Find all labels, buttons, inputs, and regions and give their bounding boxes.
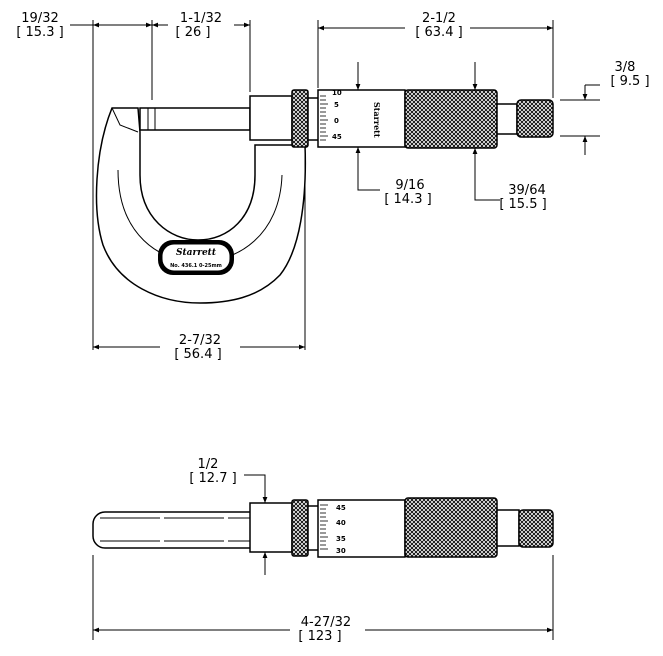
scale-label: 0: [334, 117, 339, 125]
scale-label: 40: [336, 519, 346, 527]
dim-throat-mm: [ 26 ]: [176, 25, 211, 40]
dim-overall-length-mm: [ 123 ]: [298, 629, 341, 644]
extension-lines: [92, 20, 600, 350]
knurled-sleeve-side[interactable]: [404, 497, 498, 558]
dim-overall-length-in: 4-27/32: [301, 615, 351, 630]
dim-frame-thickness-mm: [ 12.7 ]: [189, 471, 236, 486]
thimble-brand: Starrett: [372, 102, 382, 138]
scale-label: 10: [332, 89, 342, 97]
model-number: No. 436.1 0-25mm: [170, 263, 222, 269]
dim-frame-width-mm: [ 56.4 ]: [174, 347, 221, 362]
dim-sleeve-in: 39/64: [508, 183, 545, 198]
dim-ratchet-mm: [ 9.5 ]: [610, 74, 649, 89]
ratchet-neck: [496, 103, 518, 135]
dim-throat-in: 1-1/32: [180, 11, 222, 26]
dim-frame-width-in: 2-7/32: [179, 333, 221, 348]
lock-nut-side[interactable]: [291, 499, 309, 557]
thimble-ticks-side: [320, 504, 328, 550]
top-view: Starrett No. 436.1 0-25mm 10 5 0 45 Star…: [16, 11, 649, 362]
dim-thimble-mm: [ 14.3 ]: [384, 192, 431, 207]
side-view: 45 40 35 30 1/2 [ 12.7 ] 4-27/32 [ 123 ]: [92, 457, 554, 644]
dimension-lines: [70, 22, 600, 350]
scale-label: 45: [332, 133, 342, 141]
thimble-ticks: [320, 95, 328, 141]
scale-label: 30: [336, 547, 346, 555]
scale-label: 5: [334, 101, 339, 109]
dim-anvil-offset-in: 19/32: [21, 11, 58, 26]
dim-barrel-in: 2-1/2: [422, 11, 456, 26]
lock-nut[interactable]: [291, 89, 309, 148]
dim-frame-thickness-in: 1/2: [198, 457, 219, 472]
sleeve-collar: [249, 95, 293, 141]
frame-side: [92, 511, 264, 549]
brand-logo: Starrett: [176, 248, 217, 258]
thimble-side[interactable]: [317, 499, 406, 558]
sleeve-collar-side: [249, 502, 293, 553]
ratchet-stop[interactable]: [516, 99, 554, 138]
spindle: [139, 107, 251, 131]
dim-sleeve-mm: [ 15.5 ]: [499, 197, 546, 212]
dim-ratchet-in: 3/8: [615, 60, 636, 75]
ratchet-stop-side[interactable]: [518, 509, 554, 548]
dim-barrel-mm: [ 63.4 ]: [415, 25, 462, 40]
dim-anvil-offset-mm: [ 15.3 ]: [16, 25, 63, 40]
scale-label: 35: [336, 535, 346, 543]
scale-label: 45: [336, 504, 346, 512]
thimble[interactable]: [317, 89, 406, 148]
dim-thimble-in: 9/16: [395, 178, 424, 193]
frame: [95, 107, 307, 304]
side-dimension-lines: [92, 474, 554, 640]
knurled-sleeve[interactable]: [404, 89, 498, 149]
